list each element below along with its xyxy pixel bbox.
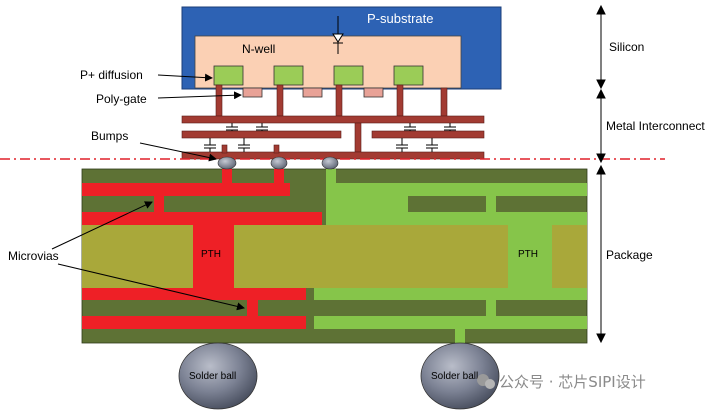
microvias-label: Microvias	[8, 249, 59, 263]
metal-interconnect	[181, 84, 485, 160]
pth-left-label: PTH	[201, 249, 221, 260]
solder-ball-left	[178, 342, 258, 410]
microvias-arrow-lower	[57, 263, 245, 311]
region-package-label: Package	[606, 248, 653, 262]
bumps-label: Bumps	[91, 129, 128, 143]
p-diffusion-4	[393, 65, 424, 86]
p-diffusion-2	[273, 65, 304, 86]
bump-3	[321, 156, 339, 170]
coupling-capacitors	[204, 123, 456, 152]
solder-ball-right-label: Solder ball	[431, 371, 478, 382]
poly-gate-label: Poly-gate	[96, 92, 147, 106]
package-core-mid	[234, 225, 508, 288]
watermark-text: 公众号 · 芯片SIPI设计	[499, 373, 646, 391]
solder-ball-right	[420, 342, 500, 410]
p-diffusion-3	[333, 65, 364, 86]
bump-1	[217, 156, 237, 170]
pth-right-label: PTH	[518, 249, 538, 260]
p-diffusion-label: P+ diffusion	[80, 68, 143, 82]
solder-ball-left-label: Solder ball	[189, 371, 236, 382]
diode-icon	[332, 16, 344, 54]
poly-gate-arrow	[157, 91, 242, 100]
bumps-arrow	[139, 142, 217, 162]
signal-net-red	[82, 169, 322, 329]
poly-gate-1	[242, 87, 263, 98]
poly-gate-2	[302, 87, 323, 98]
region-brackets	[596, 4, 606, 344]
watermark: 公众号 · 芯片SIPI设计	[477, 373, 646, 391]
n-well-label: N-well	[242, 42, 275, 56]
microvias-arrow-upper	[51, 201, 153, 250]
region-silicon-label: Silicon	[609, 40, 644, 54]
p-diffusion-1	[213, 65, 244, 86]
p-diffusion-arrow	[157, 73, 213, 82]
region-metal-label: Metal Interconnect	[606, 119, 705, 133]
package-core-right	[552, 225, 587, 288]
poly-gate-3	[363, 87, 384, 98]
p-substrate-label: P-substrate	[367, 11, 433, 26]
package-dark-gap	[336, 196, 408, 212]
bump-2	[270, 156, 288, 170]
package-core-left	[82, 225, 193, 288]
